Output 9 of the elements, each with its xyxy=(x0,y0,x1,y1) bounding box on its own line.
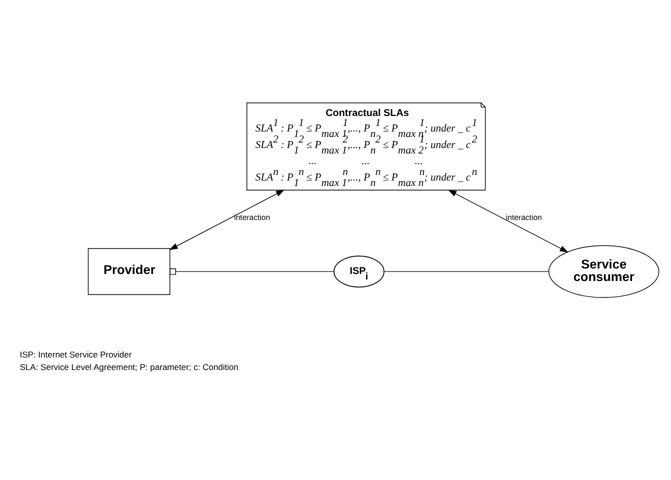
label: SLA: Service Level Agreement; P: parameter; c: Condition xyxy=(20,362,239,372)
node-box: Provider xyxy=(88,248,170,295)
arrow xyxy=(448,190,568,252)
edge-label: interaction xyxy=(234,212,270,222)
label: ISP: Internet Service Provider xyxy=(20,349,132,360)
connector xyxy=(384,271,549,272)
connector xyxy=(170,268,334,275)
edge-label: interaction xyxy=(506,212,542,222)
arrow xyxy=(169,190,284,250)
